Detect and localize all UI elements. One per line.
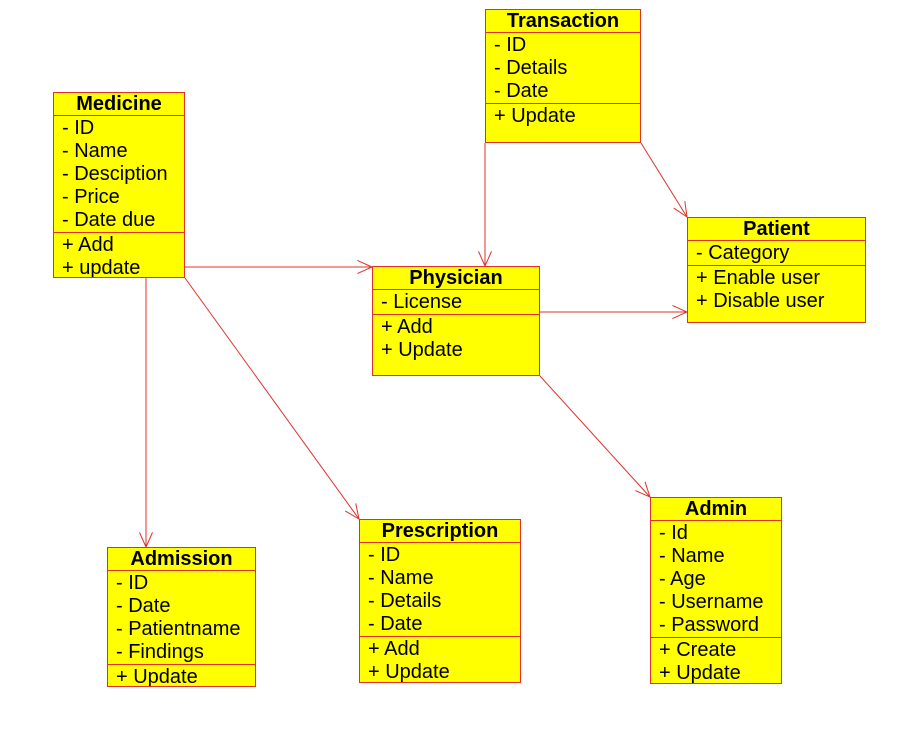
operation: + Update — [659, 662, 741, 684]
attribute: - Date — [368, 613, 423, 635]
attributes-section: - Id - Name - Age - Username - Password — [651, 521, 781, 638]
attribute: - Name — [62, 140, 128, 162]
class-patient[interactable]: Patient - Category + Enable user + Disab… — [687, 217, 866, 323]
attributes-section: - ID - Name - Details - Date — [360, 543, 520, 637]
attribute: - License — [381, 291, 463, 313]
operation: + Update — [116, 666, 198, 687]
attribute: - ID — [62, 117, 95, 139]
operation: + Add — [368, 638, 420, 660]
class-admin[interactable]: Admin - Id - Name - Age - Username - Pas… — [650, 497, 782, 684]
operation: + Update — [494, 105, 576, 127]
operation: + Enable user — [696, 267, 820, 289]
attribute: - Age — [659, 568, 706, 590]
attributes-section: - ID - Date - Patientname - Findings — [108, 571, 255, 665]
attribute: - Name — [368, 567, 434, 589]
class-prescription[interactable]: Prescription - ID - Name - Details - Dat… — [359, 519, 521, 683]
class-name-medicine: Medicine — [54, 93, 184, 116]
operations-section: + Add + Update — [373, 315, 539, 362]
attribute: - Patientname — [116, 618, 241, 640]
attribute: - ID — [116, 572, 149, 594]
operations-section: + Add + update — [54, 233, 184, 278]
attribute: - ID — [368, 544, 401, 566]
attribute: - Price — [62, 186, 120, 208]
attribute: - Date due — [62, 209, 156, 231]
class-name-admin: Admin — [651, 498, 781, 521]
operation: + Update — [381, 339, 463, 361]
attribute: - Date — [116, 595, 171, 617]
attribute: - Desciption — [62, 163, 168, 185]
operation: + Add — [62, 234, 114, 256]
attribute: - Username — [659, 591, 764, 613]
operations-section: + Enable user + Disable user — [688, 266, 865, 313]
attributes-section: - ID - Name - Desciption - Price - Date … — [54, 116, 184, 233]
operation: + Update — [368, 661, 450, 683]
class-medicine[interactable]: Medicine - ID - Name - Desciption - Pric… — [53, 92, 185, 278]
association-line-medicine-prescription — [184, 277, 360, 520]
attributes-section: - License — [373, 290, 539, 315]
attribute: - Details — [368, 590, 442, 612]
class-physician[interactable]: Physician - License + Add + Update — [372, 266, 540, 376]
operation: + Disable user — [696, 290, 825, 312]
class-name-transaction: Transaction — [486, 10, 640, 33]
attribute: - Id — [659, 522, 688, 544]
operations-section: + Add + Update — [360, 637, 520, 683]
attributes-section: - Category — [688, 241, 865, 266]
attribute: - Category — [696, 242, 790, 264]
operations-section: + Update — [108, 665, 255, 687]
operation: + update — [62, 257, 141, 278]
attribute: - Date — [494, 80, 549, 102]
association-line-transaction-patient — [640, 142, 688, 218]
attribute: - Findings — [116, 641, 204, 663]
attributes-section: - ID - Details - Date — [486, 33, 640, 104]
association-line-physician-admin — [539, 375, 651, 498]
attribute: - ID — [494, 34, 527, 56]
class-name-admission: Admission — [108, 548, 255, 571]
class-admission[interactable]: Admission - ID - Date - Patientname - Fi… — [107, 547, 256, 687]
operation: + Create — [659, 639, 737, 661]
attribute: - Name — [659, 545, 725, 567]
operation: + Add — [381, 316, 433, 338]
operations-section: + Update — [486, 104, 640, 128]
attribute: - Password — [659, 614, 760, 636]
class-name-physician: Physician — [373, 267, 539, 290]
operations-section: + Create + Update — [651, 638, 781, 684]
class-name-prescription: Prescription — [360, 520, 520, 543]
class-name-patient: Patient — [688, 218, 865, 241]
class-transaction[interactable]: Transaction - ID - Details - Date + Upda… — [485, 9, 641, 143]
attribute: - Details — [494, 57, 568, 79]
